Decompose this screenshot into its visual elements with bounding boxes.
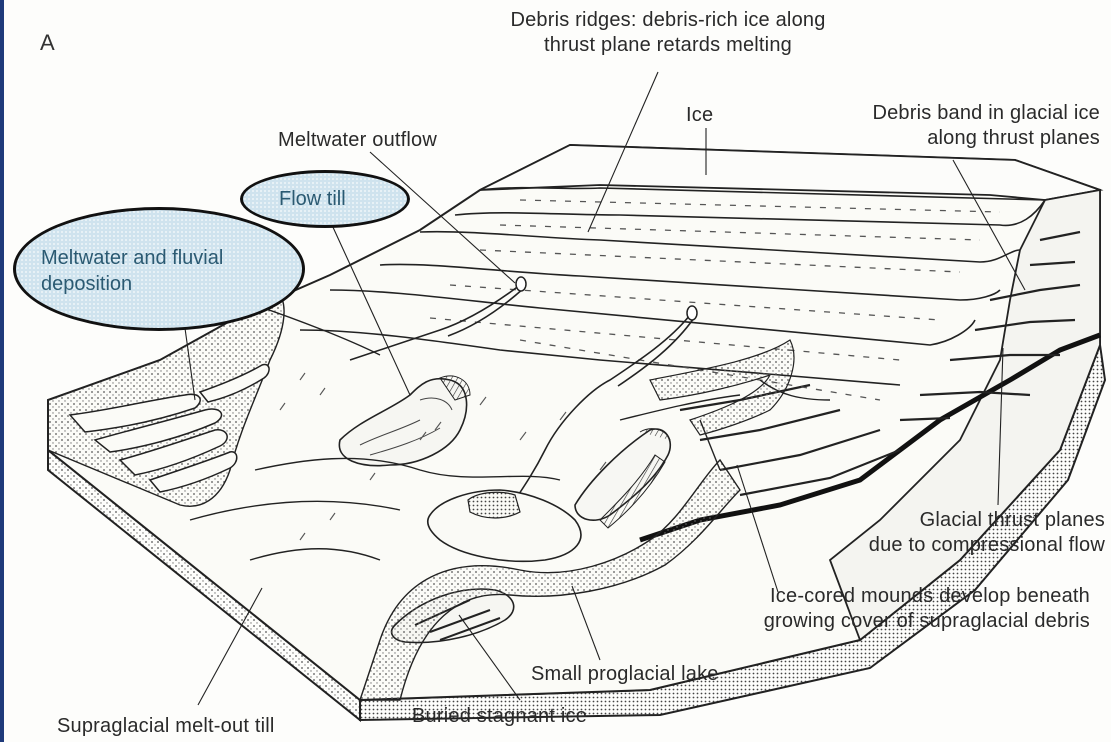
label-flow-till: Flow till [279, 186, 346, 212]
label-debris-band: Debris band in glacial ice along thrust … [790, 101, 1100, 151]
label-debris-band-line-2: along thrust planes [790, 126, 1100, 151]
label-debris-ridges: Debris ridges: debris-rich ice along thr… [468, 8, 868, 58]
label-debris-ridges-line-2: thrust plane retards melting [468, 33, 868, 58]
label-meltwater-fluvial-line-1: Meltwater and fluvial [41, 245, 223, 271]
label-meltwater-outflow: Meltwater outflow [278, 128, 437, 153]
panel-letter: A [40, 30, 55, 56]
lake-delta [468, 492, 520, 518]
label-ice-cored-mounds-line-1: Ice-cored mounds develop beneath [680, 584, 1090, 609]
meltwater-outlet [516, 277, 526, 291]
label-glacial-thrust: Glacial thrust planes due to compression… [795, 508, 1105, 558]
label-small-lake: Small proglacial lake [531, 662, 719, 687]
label-glacial-thrust-line-2: due to compressional flow [795, 533, 1105, 558]
label-supraglacial-till: Supraglacial melt-out till [57, 714, 275, 739]
label-debris-ridges-line-1: Debris ridges: debris-rich ice along [468, 8, 868, 33]
label-glacial-thrust-line-1: Glacial thrust planes [795, 508, 1105, 533]
label-ice-cored-mounds: Ice-cored mounds develop beneath growing… [680, 584, 1090, 634]
label-meltwater-fluvial: Meltwater and fluvial deposition [41, 245, 223, 297]
meltwater-outlet-2 [687, 306, 697, 320]
label-debris-band-line-1: Debris band in glacial ice [790, 101, 1100, 126]
label-ice: Ice [686, 103, 713, 128]
label-meltwater-fluvial-line-2: deposition [41, 271, 223, 297]
label-buried-ice: Buried stagnant ice [412, 704, 587, 729]
label-ice-cored-mounds-line-2: growing cover of supraglacial debris [680, 609, 1090, 634]
